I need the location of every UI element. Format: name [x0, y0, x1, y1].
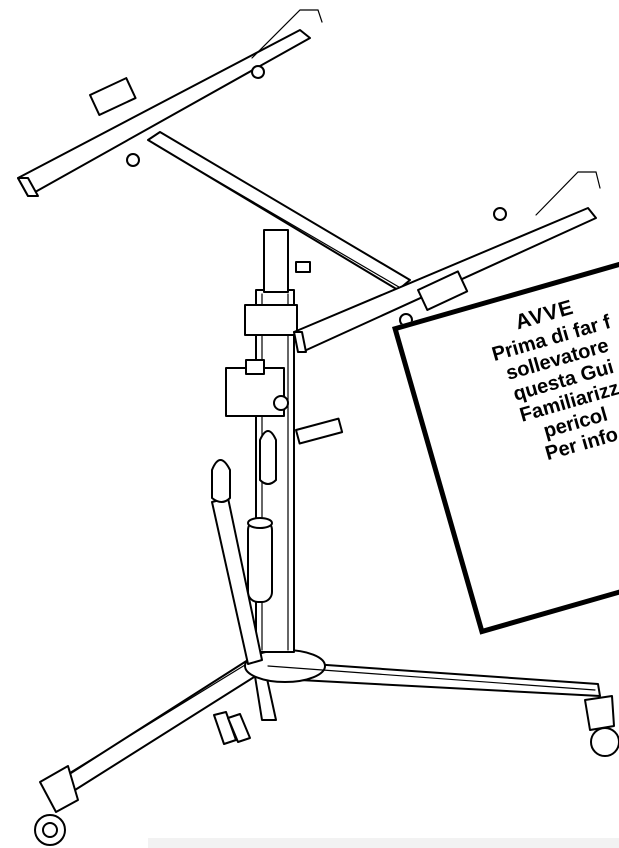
bottom-band [148, 838, 619, 848]
top-frame [17, 9, 601, 353]
base-legs [34, 649, 619, 846]
mast [211, 229, 344, 665]
